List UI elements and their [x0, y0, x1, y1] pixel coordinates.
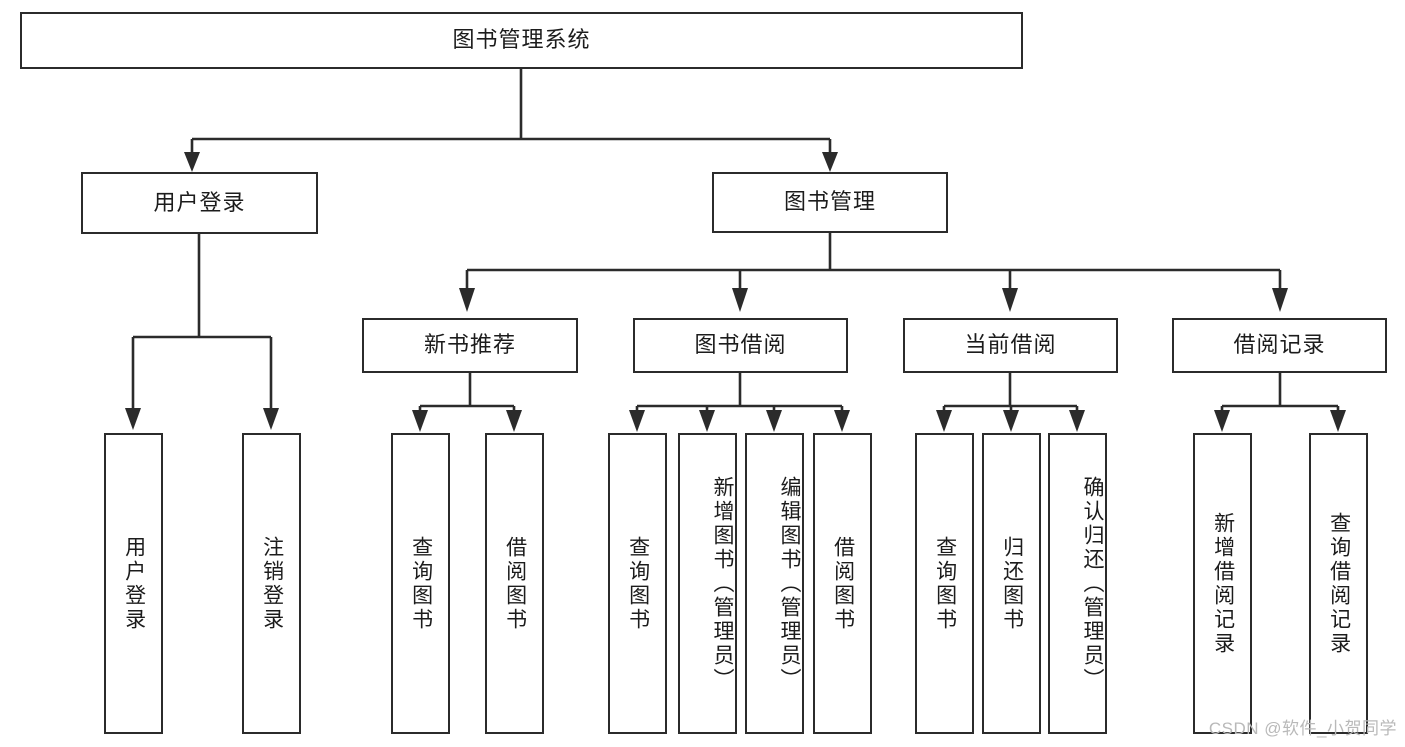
node-label: 用户登录 [122, 535, 146, 632]
node-user-login[interactable]: 用户登录 [81, 172, 318, 234]
node-label: 新增图书（管理员） [711, 475, 734, 692]
watermark-text: CSDN @软件_小贺同学 [1208, 719, 1397, 738]
node-label: 查询图书 [409, 535, 433, 632]
node-leaf-confirm-return[interactable]: 确认归还（管理员） [1048, 433, 1107, 734]
node-leaf-edit-book[interactable]: 编辑图书（管理员） [745, 433, 804, 734]
node-label: 借阅记录 [1233, 332, 1326, 358]
node-label: 图书管理系统 [452, 27, 591, 53]
node-label: 注销登录 [260, 535, 284, 632]
node-label: 图书借阅 [694, 332, 787, 358]
node-leaf-user-login[interactable]: 用户登录 [104, 433, 163, 734]
node-leaf-user-logout[interactable]: 注销登录 [242, 433, 301, 734]
node-label: 查询图书 [933, 535, 957, 632]
node-label: 查询图书 [626, 535, 650, 632]
node-new-book-recommend[interactable]: 新书推荐 [362, 318, 578, 373]
node-leaf-query-book-2[interactable]: 查询图书 [608, 433, 667, 734]
node-leaf-return-book[interactable]: 归还图书 [982, 433, 1041, 734]
node-leaf-borrow-book-2[interactable]: 借阅图书 [813, 433, 872, 734]
node-label: 借阅图书 [503, 535, 527, 632]
node-book-borrow[interactable]: 图书借阅 [633, 318, 848, 373]
node-label: 查询借阅记录 [1327, 511, 1351, 656]
node-current-borrow[interactable]: 当前借阅 [903, 318, 1118, 373]
node-leaf-query-book-3[interactable]: 查询图书 [915, 433, 974, 734]
node-leaf-add-book[interactable]: 新增图书（管理员） [678, 433, 737, 734]
node-leaf-query-book-1[interactable]: 查询图书 [391, 433, 450, 734]
node-leaf-query-record[interactable]: 查询借阅记录 [1309, 433, 1368, 734]
node-leaf-borrow-book-1[interactable]: 借阅图书 [485, 433, 544, 734]
node-label: 编辑图书（管理员） [778, 475, 801, 692]
node-label: 图书管理 [783, 189, 876, 215]
node-label: 借阅图书 [831, 535, 855, 632]
node-label: 归还图书 [1000, 535, 1024, 632]
node-label: 用户登录 [153, 189, 246, 215]
node-root-system[interactable]: 图书管理系统 [20, 12, 1023, 69]
node-label: 新书推荐 [423, 332, 516, 358]
node-label: 新增借阅记录 [1211, 511, 1235, 656]
node-label: 确认归还（管理员） [1081, 475, 1104, 692]
node-leaf-add-record[interactable]: 新增借阅记录 [1193, 433, 1252, 734]
node-borrow-record[interactable]: 借阅记录 [1172, 318, 1387, 373]
node-label: 当前借阅 [964, 332, 1057, 358]
node-book-management[interactable]: 图书管理 [712, 172, 948, 233]
